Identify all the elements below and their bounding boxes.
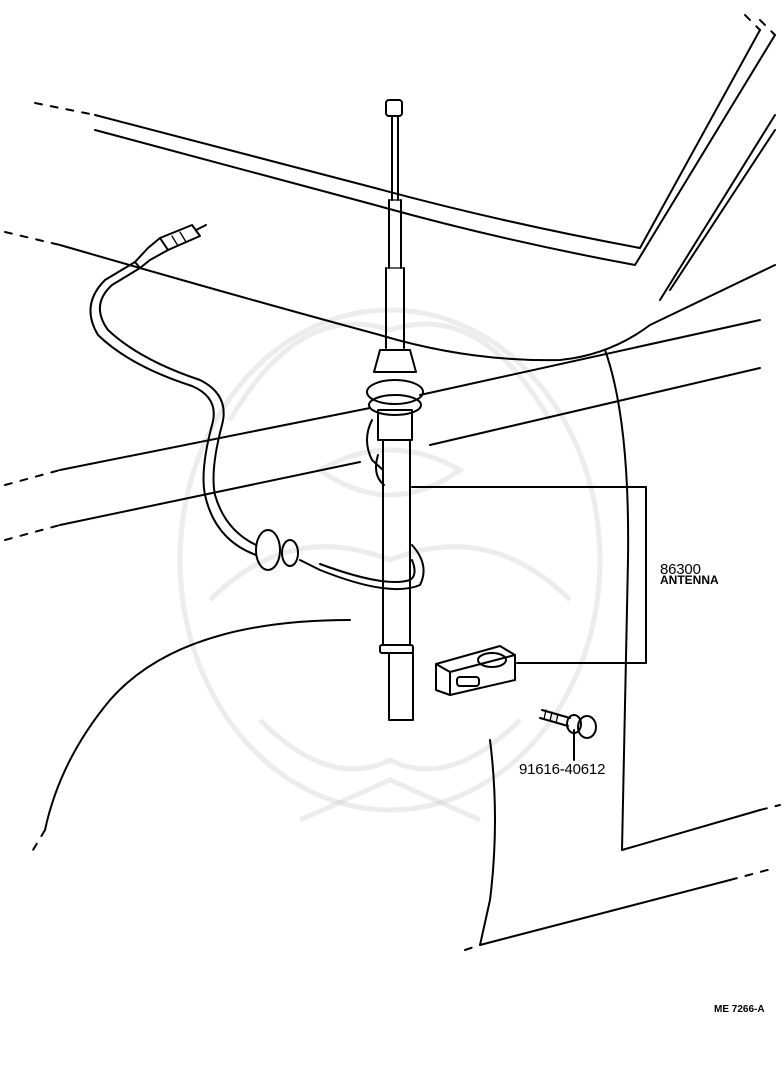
body-panel-outline <box>4 14 781 951</box>
watermark-emblem <box>177 307 603 823</box>
antenna-leader-lines <box>411 486 647 664</box>
antenna-cable <box>89 224 425 591</box>
mounting-clip <box>435 645 516 696</box>
bolt-part-number: 91616-40612 <box>519 761 605 778</box>
antenna-part-name: ANTENNA <box>660 573 719 587</box>
diagram-reference: ME 7266-A <box>714 1004 765 1015</box>
antenna-mast <box>366 99 424 721</box>
antenna-part-number: 86300 <box>660 561 701 578</box>
bolt <box>539 709 597 761</box>
